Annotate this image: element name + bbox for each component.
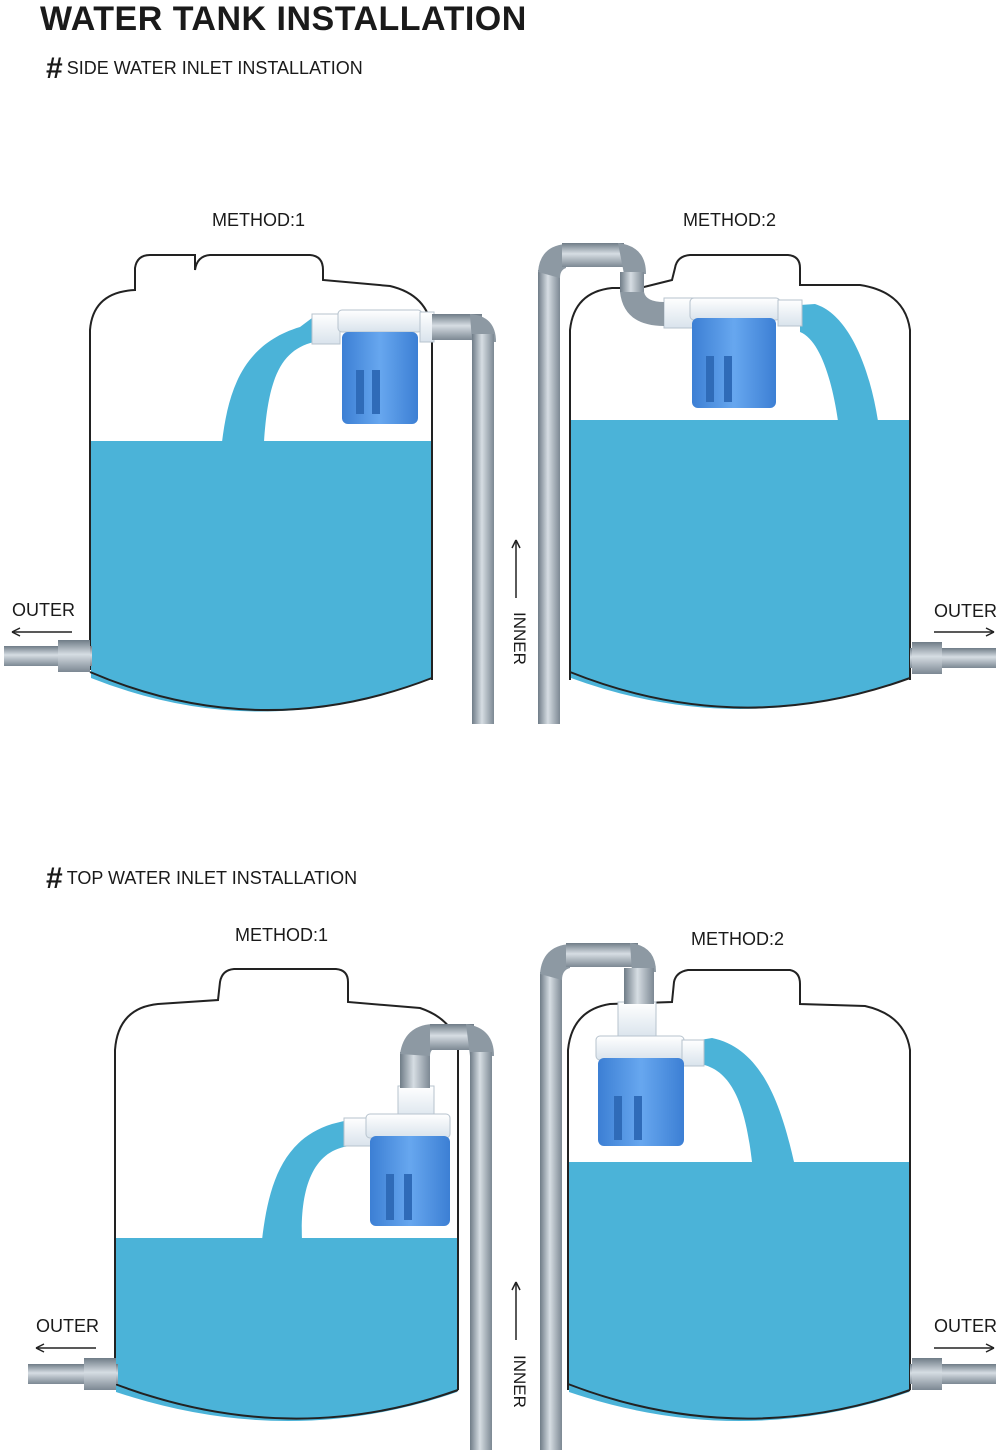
arrow-right-icon: [985, 627, 995, 637]
arrow-left-icon: [11, 627, 21, 637]
arrow-left-icon: [35, 1343, 45, 1353]
top-inner-label: INNER: [510, 1355, 529, 1408]
side-outer-left-label: OUTER: [12, 600, 75, 620]
water-stream: [262, 1120, 350, 1240]
side-outer-right-label: OUTER: [934, 601, 997, 621]
top-outer-right-label: OUTER: [934, 1316, 997, 1336]
valve-cap: [365, 1113, 451, 1139]
water-fill: [91, 441, 431, 712]
water-stream: [800, 304, 878, 421]
valve-body: [692, 318, 776, 408]
top-method1-float-valve: [343, 1085, 451, 1226]
top-method1-label: METHOD:1: [235, 925, 329, 945]
hash-icon: #: [46, 862, 63, 895]
top-method1-inlet-pipe: [400, 1024, 494, 1450]
side-method1-label: METHOD:1: [212, 210, 306, 230]
top-method2-label: METHOD:2: [691, 929, 785, 949]
valve-cap: [595, 1035, 685, 1061]
side-method2-label: METHOD:2: [683, 210, 777, 230]
side-method1-float-valve: [311, 309, 435, 424]
side-method2-float-valve: [663, 297, 803, 408]
water-stream: [222, 318, 314, 442]
top-method2-outlet-pipe: [910, 1343, 996, 1390]
arrow-up-icon: [511, 1281, 521, 1291]
side-method2-outlet-pipe: [910, 627, 996, 674]
side-method1-outlet-pipe: [4, 627, 92, 672]
side-method2-inlet-pipe: [538, 243, 664, 724]
side-inlet-heading: #SIDE WATER INLET INSTALLATION: [46, 52, 363, 86]
arrow-right-icon: [985, 1343, 995, 1353]
water-fill: [571, 420, 909, 709]
side-inlet-heading-text: SIDE WATER INLET INSTALLATION: [66, 58, 363, 78]
top-inlet-heading: #TOP WATER INLET INSTALLATION: [46, 862, 357, 896]
valve-nozzle: [311, 313, 341, 345]
water-stream: [700, 1038, 794, 1162]
top-method2-float-valve: [595, 1001, 705, 1146]
valve-cap: [689, 297, 781, 321]
side-inner-label: INNER: [510, 612, 529, 665]
top-outer-left-label: OUTER: [36, 1316, 99, 1336]
side-method2-tank: [569, 254, 911, 709]
hash-icon: #: [46, 52, 63, 85]
top-method2-inlet-pipe: [540, 943, 656, 1450]
water-fill: [116, 1238, 457, 1421]
water-fill: [569, 1162, 909, 1421]
arrow-up-icon: [511, 539, 521, 549]
valve-cap: [337, 309, 423, 333]
top-inlet-heading-text: TOP WATER INLET INSTALLATION: [66, 868, 358, 888]
top-method1-tank: [114, 968, 459, 1421]
page-title: WATER TANK INSTALLATION: [40, 0, 527, 38]
side-method1-inlet-pipe: [432, 314, 496, 724]
top-method1-outlet-pipe: [28, 1343, 118, 1390]
